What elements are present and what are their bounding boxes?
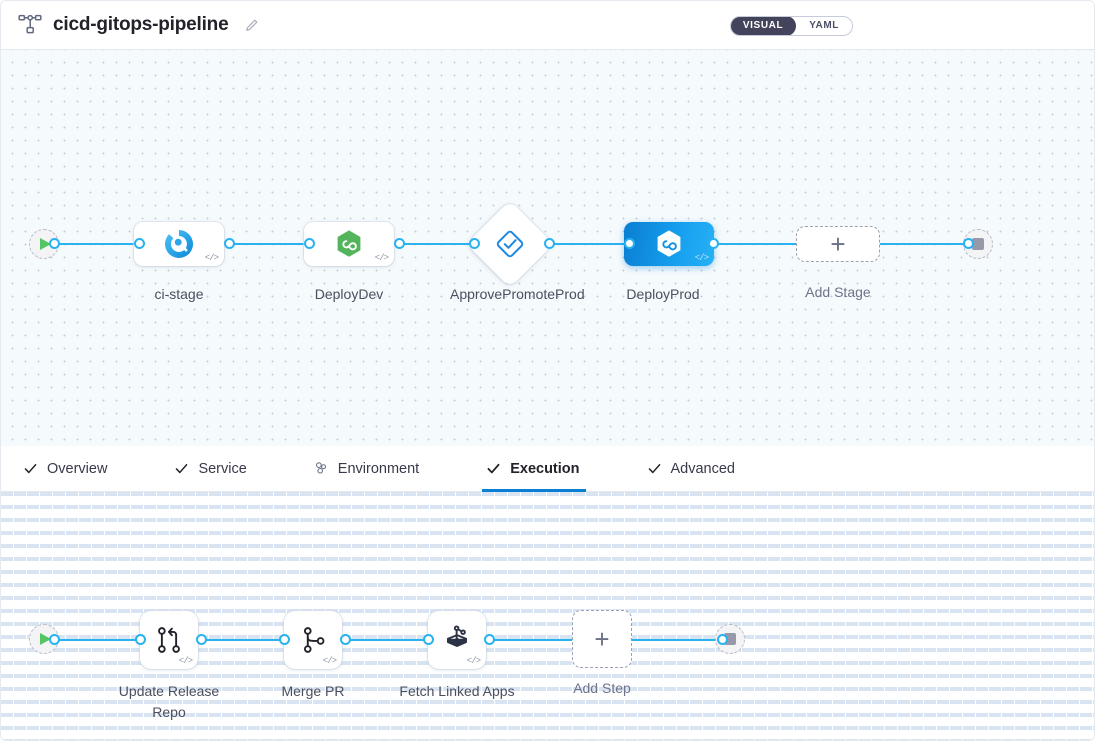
port-deployprod-in[interactable] [624, 238, 635, 249]
stage-label-deployprod: DeployProd [626, 286, 700, 302]
code-badge: </> [322, 656, 337, 666]
stage-label-ci-stage: ci-stage [154, 286, 204, 302]
step-label-fetch-linked-apps: Fetch Linked Apps [399, 683, 515, 699]
port-deploydev-in[interactable] [304, 238, 315, 249]
check-icon [486, 461, 501, 476]
tab-overview[interactable]: Overview [23, 446, 129, 491]
tab-label: Environment [337, 460, 420, 477]
port-merge-pr-in[interactable] [279, 634, 290, 645]
stage-label-deploydev: DeployDev [314, 286, 384, 302]
step-node-merge-pr[interactable]: </> [284, 611, 342, 669]
port-fetch-linked-apps-in[interactable] [423, 634, 434, 645]
tab-advanced[interactable]: Advanced [647, 446, 758, 491]
pipeline-end-node[interactable] [963, 229, 993, 259]
ci-build-icon [163, 228, 195, 260]
code-badge: </> [466, 656, 481, 666]
port-merge-pr-out[interactable] [340, 634, 351, 645]
play-icon [40, 633, 51, 645]
environment-cluster-icon [314, 461, 329, 476]
step-node-fetch-linked-apps[interactable]: </> [428, 611, 486, 669]
port-update-release-repo-in[interactable] [135, 634, 146, 645]
stage-node-deployprod[interactable]: </> [624, 222, 714, 266]
port-start-out[interactable] [49, 238, 60, 249]
stage-node-ci-stage[interactable]: </> [134, 222, 224, 266]
pipeline-header: cicd-gitops-pipeline VISUAL YAML [1, 1, 1094, 50]
check-icon [174, 461, 189, 476]
pipeline-header-left: cicd-gitops-pipeline [17, 12, 259, 38]
tab-label: Advanced [670, 460, 736, 477]
git-branch-icon [294, 621, 332, 659]
plus-icon: + [830, 229, 846, 259]
code-badge: </> [178, 656, 193, 666]
view-mode-toggle[interactable]: VISUAL YAML [729, 16, 853, 36]
port-deployprod-out[interactable] [708, 238, 719, 249]
edge-approve-to-deployprod [549, 243, 629, 245]
tab-label: Overview [47, 460, 108, 477]
code-badge: </> [694, 253, 709, 263]
edge-fetch-linked-apps-to-add-step [489, 639, 574, 641]
execution-steps-canvas[interactable]: </> Update Release Repo </> Merge PR [1, 492, 1094, 740]
code-badge: </> [204, 253, 219, 263]
toggle-yaml[interactable]: YAML [809, 20, 839, 31]
add-stage-button[interactable]: + [796, 226, 880, 262]
pipeline-diagram-icon [17, 12, 43, 38]
port-exec-end-in[interactable] [717, 634, 728, 645]
argocd-hexagon-icon [333, 228, 365, 260]
edge-add-step-to-end [632, 639, 722, 641]
git-merge-branch-icon [150, 621, 188, 659]
plus-icon: + [594, 624, 610, 654]
tab-service[interactable]: Service [174, 446, 268, 491]
argocd-hexagon-icon [653, 228, 685, 260]
play-icon [40, 238, 51, 250]
edge-merge-pr-to-fetch-linked-apps [345, 639, 437, 641]
tab-execution[interactable]: Execution [482, 446, 601, 492]
harness-deploy-box-icon [438, 621, 476, 659]
stage-config-tabs[interactable]: Overview Service Environment Execution [1, 446, 1094, 492]
edge-update-release-repo-to-merge-pr [201, 639, 293, 641]
edge-deployprod-to-addstage [713, 243, 798, 245]
check-icon [23, 461, 38, 476]
edge-ci-stage-to-deploydev [229, 243, 319, 245]
stage-node-deploydev[interactable]: </> [304, 222, 394, 266]
port-end-in[interactable] [963, 238, 974, 249]
approval-check-diamond-icon [493, 227, 527, 261]
step-node-update-release-repo[interactable]: </> [140, 611, 198, 669]
add-stage-label: Add Stage [805, 284, 871, 300]
add-step-label: Add Step [573, 680, 631, 696]
step-label-merge-pr: Merge PR [281, 683, 345, 699]
tab-label: Service [198, 460, 247, 477]
port-approve-in[interactable] [469, 238, 480, 249]
step-label-update-release-repo: Update Release Repo [118, 683, 220, 720]
toggle-visual[interactable]: VISUAL [730, 17, 797, 35]
port-exec-start-out[interactable] [49, 634, 60, 645]
port-update-release-repo-out[interactable] [196, 634, 207, 645]
port-fetch-linked-apps-out[interactable] [484, 634, 495, 645]
pencil-edit-icon[interactable] [244, 18, 259, 33]
tab-label: Execution [510, 460, 580, 477]
code-badge: </> [374, 253, 389, 263]
edge-addstage-to-end [878, 243, 968, 245]
add-step-button[interactable]: + [572, 610, 632, 668]
stage-label-approvepromoteprod: ApprovePromoteProd [450, 286, 585, 302]
port-ci-stage-in[interactable] [134, 238, 145, 249]
edge-start-to-update-release-repo [49, 639, 141, 641]
execution-start-node[interactable] [29, 624, 59, 654]
edge-start-to-ci-stage [49, 243, 139, 245]
edge-deploydev-to-approve [399, 243, 474, 245]
stage-graph-canvas[interactable]: </> ci-stage </> DeployDev Ap [1, 50, 1094, 446]
port-ci-stage-out[interactable] [224, 238, 235, 249]
tab-environment[interactable]: Environment [314, 446, 441, 491]
port-deploydev-out[interactable] [394, 238, 405, 249]
port-approve-out[interactable] [544, 238, 555, 249]
pipeline-start-node[interactable] [29, 229, 59, 259]
page-title: cicd-gitops-pipeline [53, 14, 229, 35]
stop-icon [972, 238, 984, 250]
check-icon [647, 461, 662, 476]
